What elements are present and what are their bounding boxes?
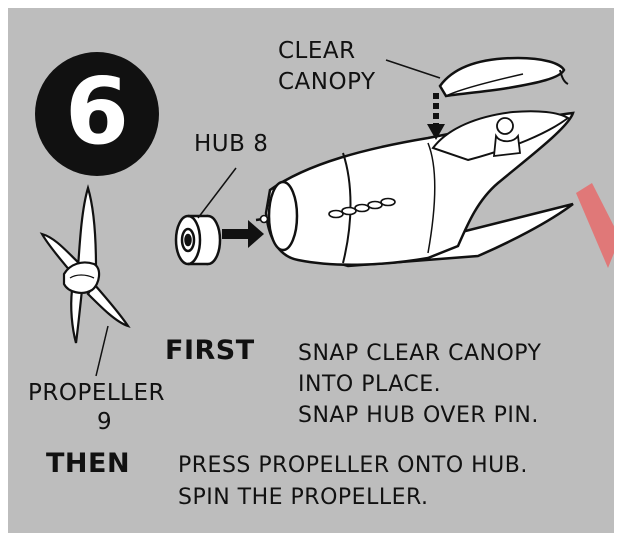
nose-ring xyxy=(269,182,297,250)
canopy-illustration xyxy=(440,58,568,96)
accent-stripe xyxy=(576,183,614,268)
step-number-badge: 6 xyxy=(35,52,159,176)
canopy-arrow-icon xyxy=(427,93,445,140)
first-heading: FIRST xyxy=(165,335,255,366)
propeller-label-line1: PROPELLER xyxy=(28,380,165,406)
hub-illustration xyxy=(176,216,220,264)
propeller-illustration xyxy=(42,188,128,343)
first-instruction-line3: SNAP HUB OVER PIN. xyxy=(298,403,539,428)
then-heading: THEN xyxy=(46,448,130,479)
then-instruction-line2: SPIN THE PROPELLER. xyxy=(178,485,429,510)
canopy-label-line2: CANOPY xyxy=(278,69,376,95)
canopy-leader-line xyxy=(386,60,440,78)
then-instruction-line1: PRESS PROPELLER ONTO HUB. xyxy=(178,453,528,478)
hub-label: HUB 8 xyxy=(194,131,268,157)
step-number: 6 xyxy=(65,66,129,158)
first-instruction-line2: INTO PLACE. xyxy=(298,372,441,397)
propeller-label-line2: 9 xyxy=(97,409,112,435)
canopy-label-line1: CLEAR xyxy=(278,38,356,64)
instruction-panel: 6 CLEAR CANOPY HUB 8 PROPELLER 9 FIRST S… xyxy=(8,8,614,533)
hub-leader-line xyxy=(198,168,236,218)
first-instruction-line1: SNAP CLEAR CANOPY xyxy=(298,341,542,366)
arrow-icon xyxy=(222,220,264,248)
propeller-leader-line xyxy=(96,326,108,376)
